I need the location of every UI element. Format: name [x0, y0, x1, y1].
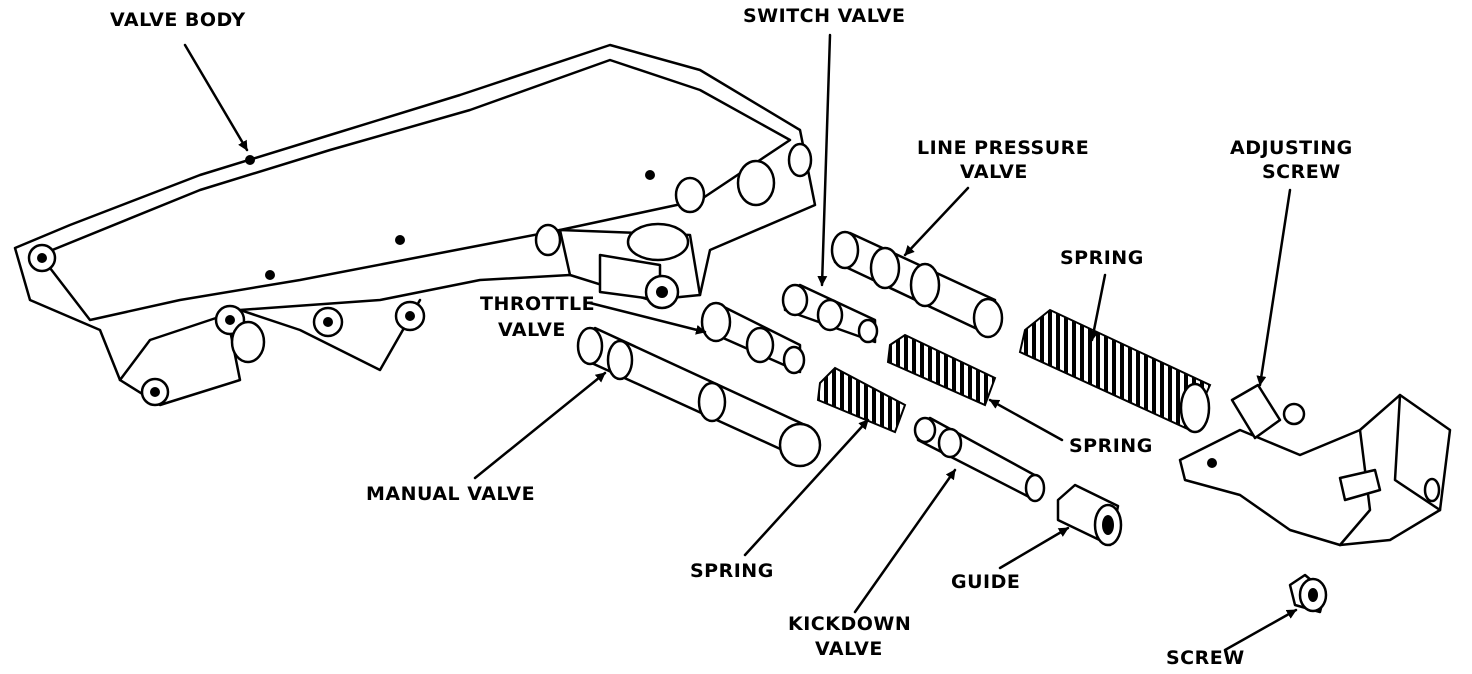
kickdown-valve	[913, 416, 1046, 503]
adjusting-bracket	[1178, 383, 1452, 547]
leader-lines	[183, 33, 1298, 652]
label-switch-valve: SWITCH VALVE	[743, 5, 906, 27]
label-guide: GUIDE	[951, 571, 1021, 593]
label-adjusting-screw-line2: SCREW	[1262, 161, 1341, 183]
line-pressure-valve	[830, 230, 1004, 339]
label-kickdown-valve-line1: KICKDOWN	[788, 613, 912, 635]
label-valve-body: VALVE BODY	[110, 9, 246, 31]
label-throttle-valve-line1: THROTTLE	[480, 293, 596, 315]
label-adjusting-screw-line1: ADJUSTING	[1230, 137, 1353, 159]
throttle-valve	[700, 301, 806, 375]
spring-small	[816, 366, 907, 434]
switch-valve	[781, 283, 879, 344]
spring-large	[1018, 308, 1212, 434]
label-spring-bottom: SPRING	[690, 560, 774, 582]
label-screw: SCREW	[1166, 647, 1245, 669]
valve-body	[13, 43, 817, 407]
label-line-pressure-valve-line2: VALVE	[960, 161, 1028, 183]
label-line-pressure-valve-line1: LINE PRESSURE	[917, 137, 1090, 159]
spring-middle	[886, 333, 997, 407]
manual-valve	[576, 326, 822, 468]
label-manual-valve: MANUAL VALVE	[366, 483, 536, 505]
label-kickdown-valve-line2: VALVE	[815, 638, 883, 660]
screw	[1288, 573, 1328, 614]
label-spring-middle: SPRING	[1069, 435, 1153, 457]
label-throttle-valve-line2: VALVE	[498, 319, 566, 341]
label-spring-top: SPRING	[1060, 247, 1144, 269]
guide	[1056, 483, 1123, 547]
